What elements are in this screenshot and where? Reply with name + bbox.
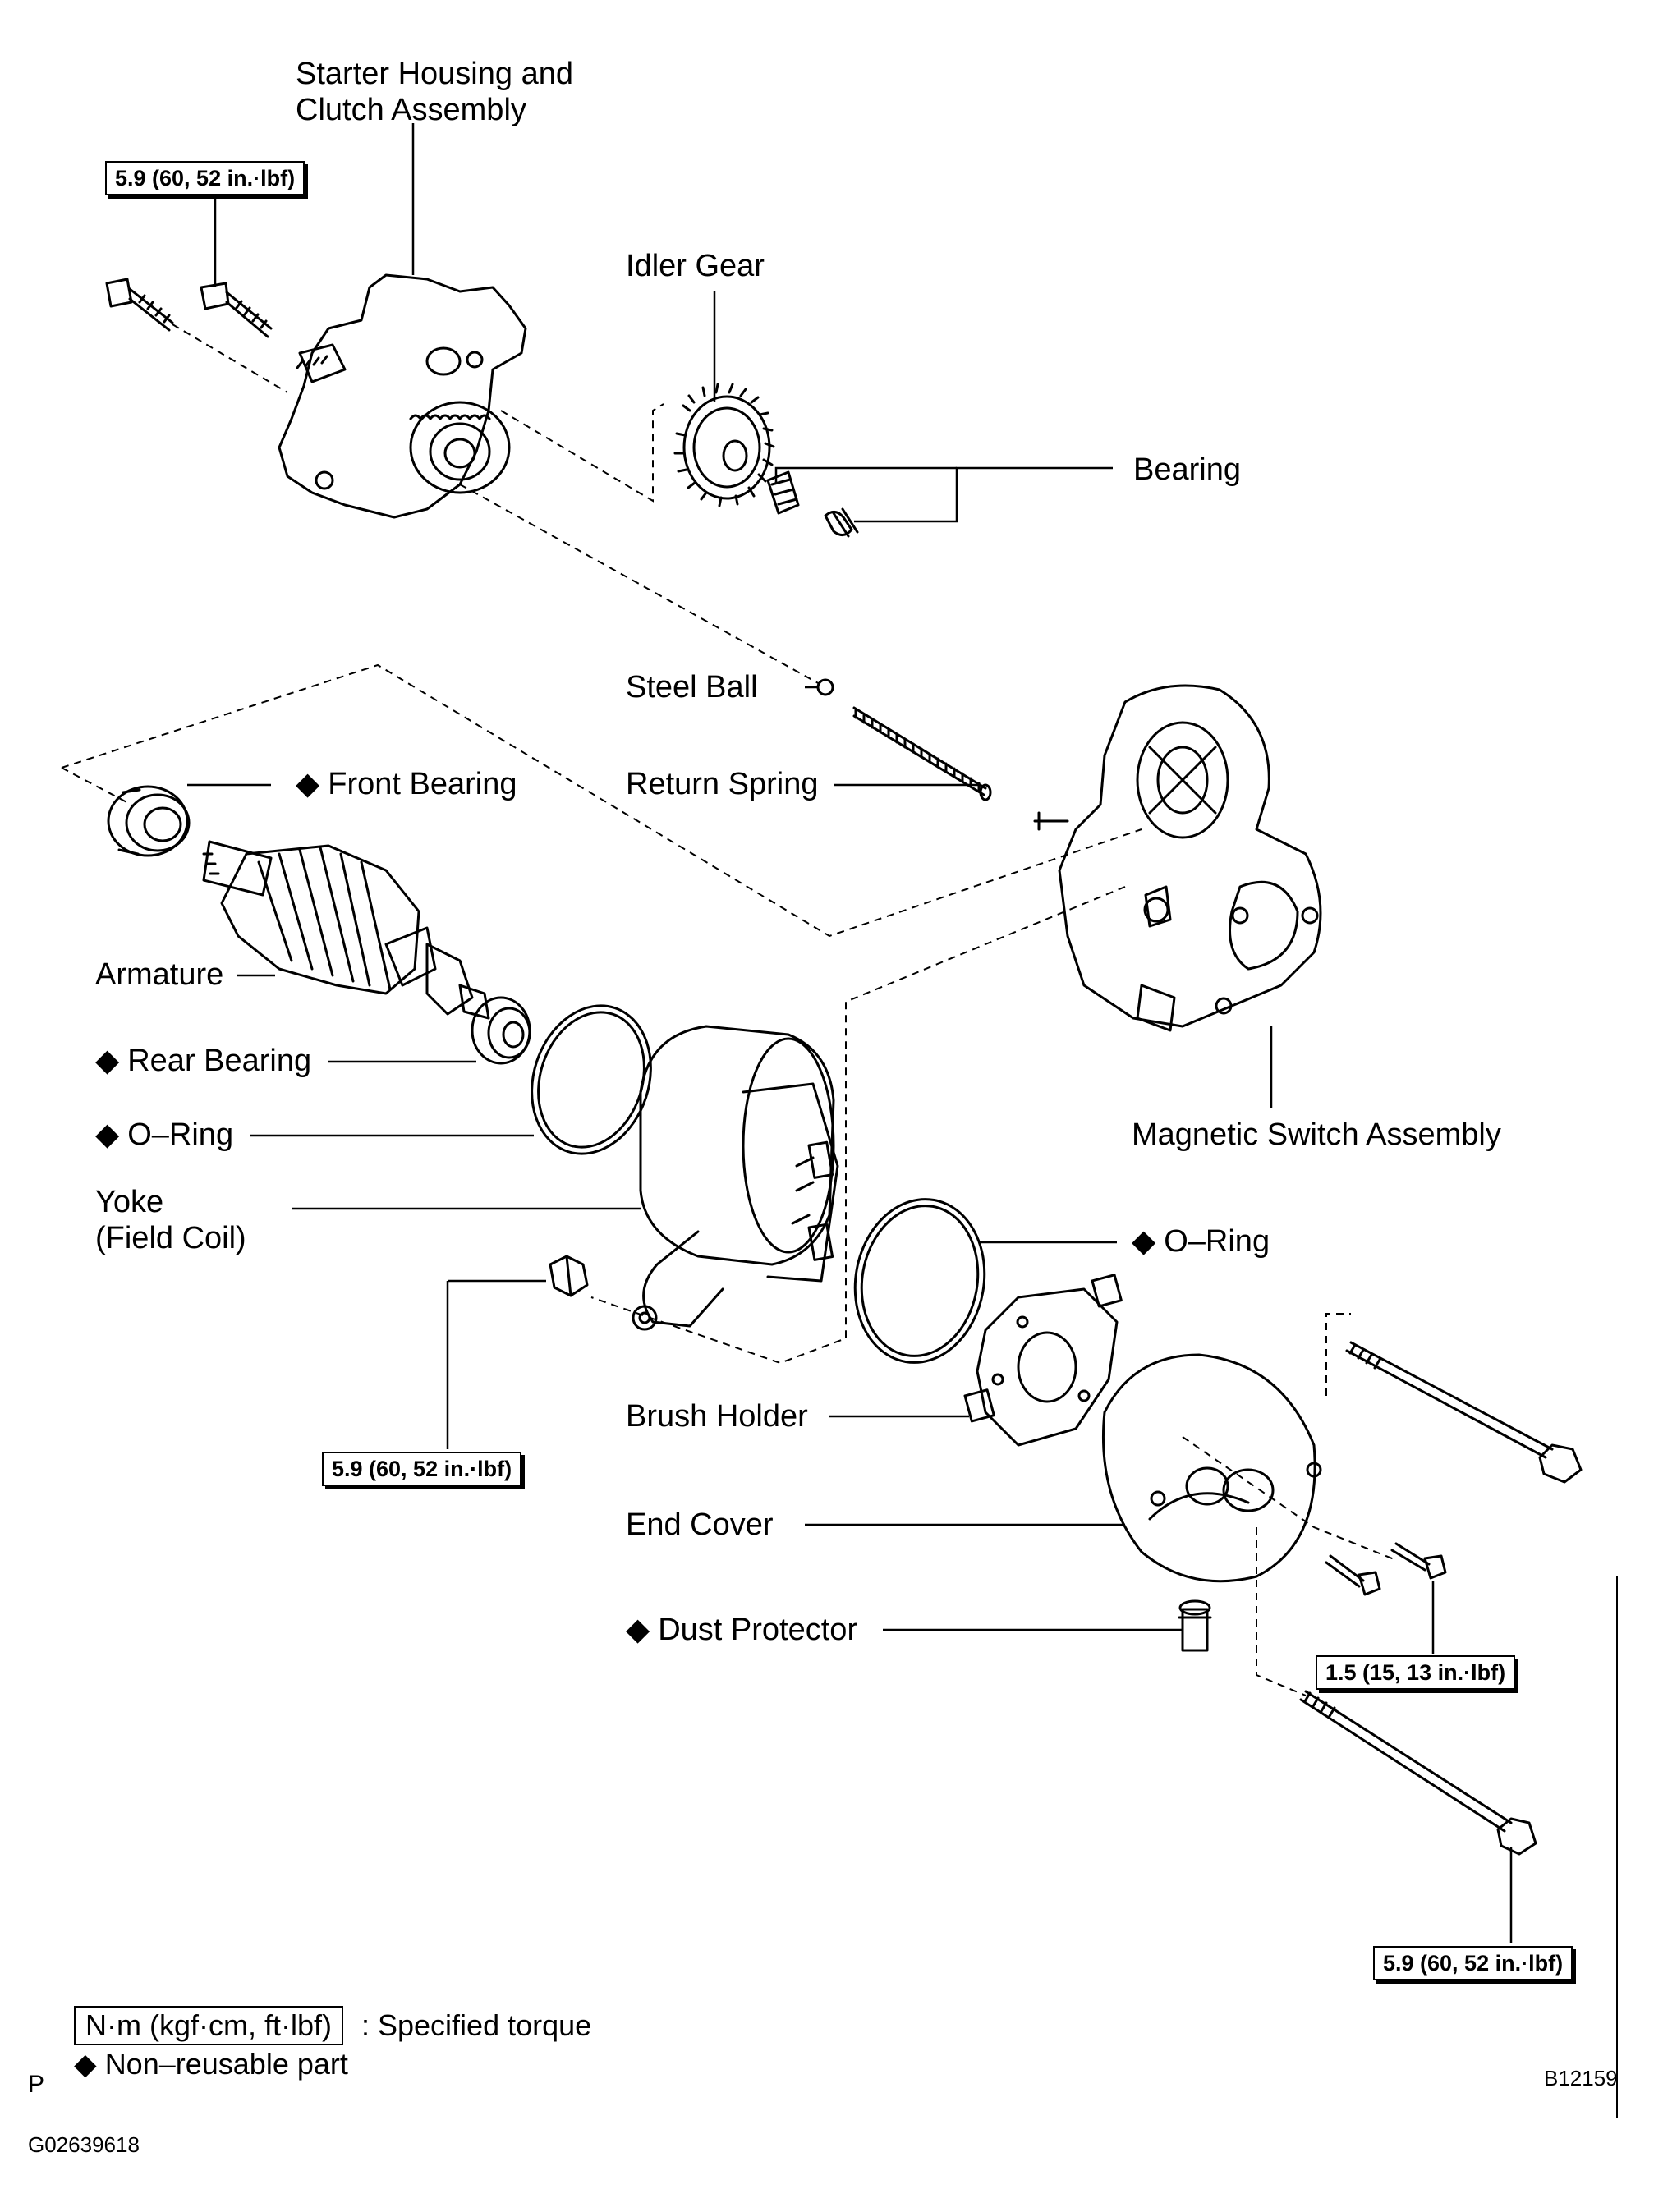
o-ring-right-text: O–Ring bbox=[1164, 1224, 1270, 1259]
label-starter-housing-line2: Clutch Assembly bbox=[296, 93, 526, 127]
dust-protector-text: Dust Protector bbox=[658, 1613, 858, 1647]
end-cover-part bbox=[1101, 1353, 1322, 1583]
nonreusable-diamond-icon: ◆ bbox=[626, 1613, 650, 1647]
nonreusable-diamond-icon: ◆ bbox=[296, 767, 320, 801]
label-yoke-line1: Yoke bbox=[95, 1185, 164, 1219]
nonreusable-diamond-icon: ◆ bbox=[95, 1117, 120, 1152]
through-bolt-lower bbox=[1299, 1690, 1537, 1856]
o-ring-right-part bbox=[853, 1198, 986, 1364]
front-bearing-text: Front Bearing bbox=[328, 767, 517, 801]
housing-bolt-right bbox=[200, 282, 273, 338]
starter-housing-part bbox=[278, 273, 527, 519]
legend-nonreusable: ◆Non–reusable part bbox=[74, 2046, 348, 2082]
armature-part bbox=[202, 840, 490, 1020]
label-armature: Armature bbox=[95, 957, 224, 992]
label-front-bearing: ◆Front Bearing bbox=[296, 766, 517, 802]
torque-end-cover-screws: 1.5 (15, 13 in.·lbf) bbox=[1316, 1655, 1516, 1690]
steel-ball-part bbox=[816, 678, 834, 696]
rear-bearing-text: Rear Bearing bbox=[127, 1044, 312, 1078]
legend-nonreusable-text: Non–reusable part bbox=[104, 2047, 348, 2081]
legend-torque-desc: : Specified torque bbox=[361, 2008, 592, 2042]
brush-holder-part bbox=[963, 1274, 1123, 1447]
magnetic-switch-part bbox=[1033, 684, 1322, 1032]
page-mark: P bbox=[28, 2071, 45, 2098]
right-margin-rule bbox=[1616, 1576, 1618, 2118]
o-ring-left-text: O–Ring bbox=[127, 1117, 234, 1152]
yoke-part bbox=[632, 1025, 839, 1331]
o-ring-left-part bbox=[531, 1004, 652, 1155]
alignment-lines bbox=[61, 324, 1397, 1696]
label-starter-housing-line1: Starter Housing and bbox=[296, 57, 573, 91]
label-rear-bearing: ◆Rear Bearing bbox=[95, 1043, 311, 1079]
nonreusable-diamond-icon: ◆ bbox=[1132, 1224, 1156, 1259]
return-spring-part bbox=[852, 706, 992, 801]
idler-gear-part bbox=[673, 383, 775, 507]
label-yoke-line2: (Field Coil) bbox=[95, 1221, 246, 1255]
label-dust-protector: ◆Dust Protector bbox=[626, 1612, 857, 1648]
torque-housing-bolts: 5.9 (60, 52 in.·lbf) bbox=[105, 161, 305, 195]
figure-id: B12159 bbox=[1544, 2066, 1618, 2090]
torque-through-bolts: 5.9 (60, 52 in.·lbf) bbox=[1373, 1946, 1573, 1980]
doc-id: G02639618 bbox=[28, 2132, 140, 2157]
end-cover-screw-2 bbox=[1390, 1542, 1447, 1580]
leader-lines bbox=[187, 123, 1513, 1943]
yoke-nut-part bbox=[549, 1255, 589, 1297]
label-magnetic-switch: Magnetic Switch Assembly bbox=[1132, 1117, 1501, 1152]
label-brush-holder: Brush Holder bbox=[626, 1399, 808, 1434]
label-bearing: Bearing bbox=[1133, 452, 1241, 487]
nonreusable-diamond-icon: ◆ bbox=[74, 2047, 97, 2081]
label-o-ring-left: ◆O–Ring bbox=[95, 1117, 233, 1153]
front-bearing-part bbox=[107, 785, 191, 857]
label-steel-ball: Steel Ball bbox=[626, 670, 758, 704]
rear-bearing-part bbox=[471, 996, 531, 1065]
through-bolt-upper bbox=[1345, 1341, 1583, 1484]
nonreusable-diamond-icon: ◆ bbox=[95, 1044, 120, 1078]
label-idler-gear: Idler Gear bbox=[626, 249, 765, 283]
label-end-cover: End Cover bbox=[626, 1508, 774, 1542]
bearing-part bbox=[766, 470, 859, 538]
legend-torque-unit: N·m (kgf·cm, ft·lbf) bbox=[74, 2006, 343, 2045]
label-o-ring-right: ◆O–Ring bbox=[1132, 1223, 1270, 1260]
dust-protector-part bbox=[1178, 1599, 1212, 1652]
end-cover-screw-1 bbox=[1325, 1554, 1381, 1596]
label-return-spring: Return Spring bbox=[626, 767, 819, 801]
housing-bolt-left bbox=[105, 278, 174, 332]
torque-yoke-nut: 5.9 (60, 52 in.·lbf) bbox=[322, 1452, 522, 1486]
